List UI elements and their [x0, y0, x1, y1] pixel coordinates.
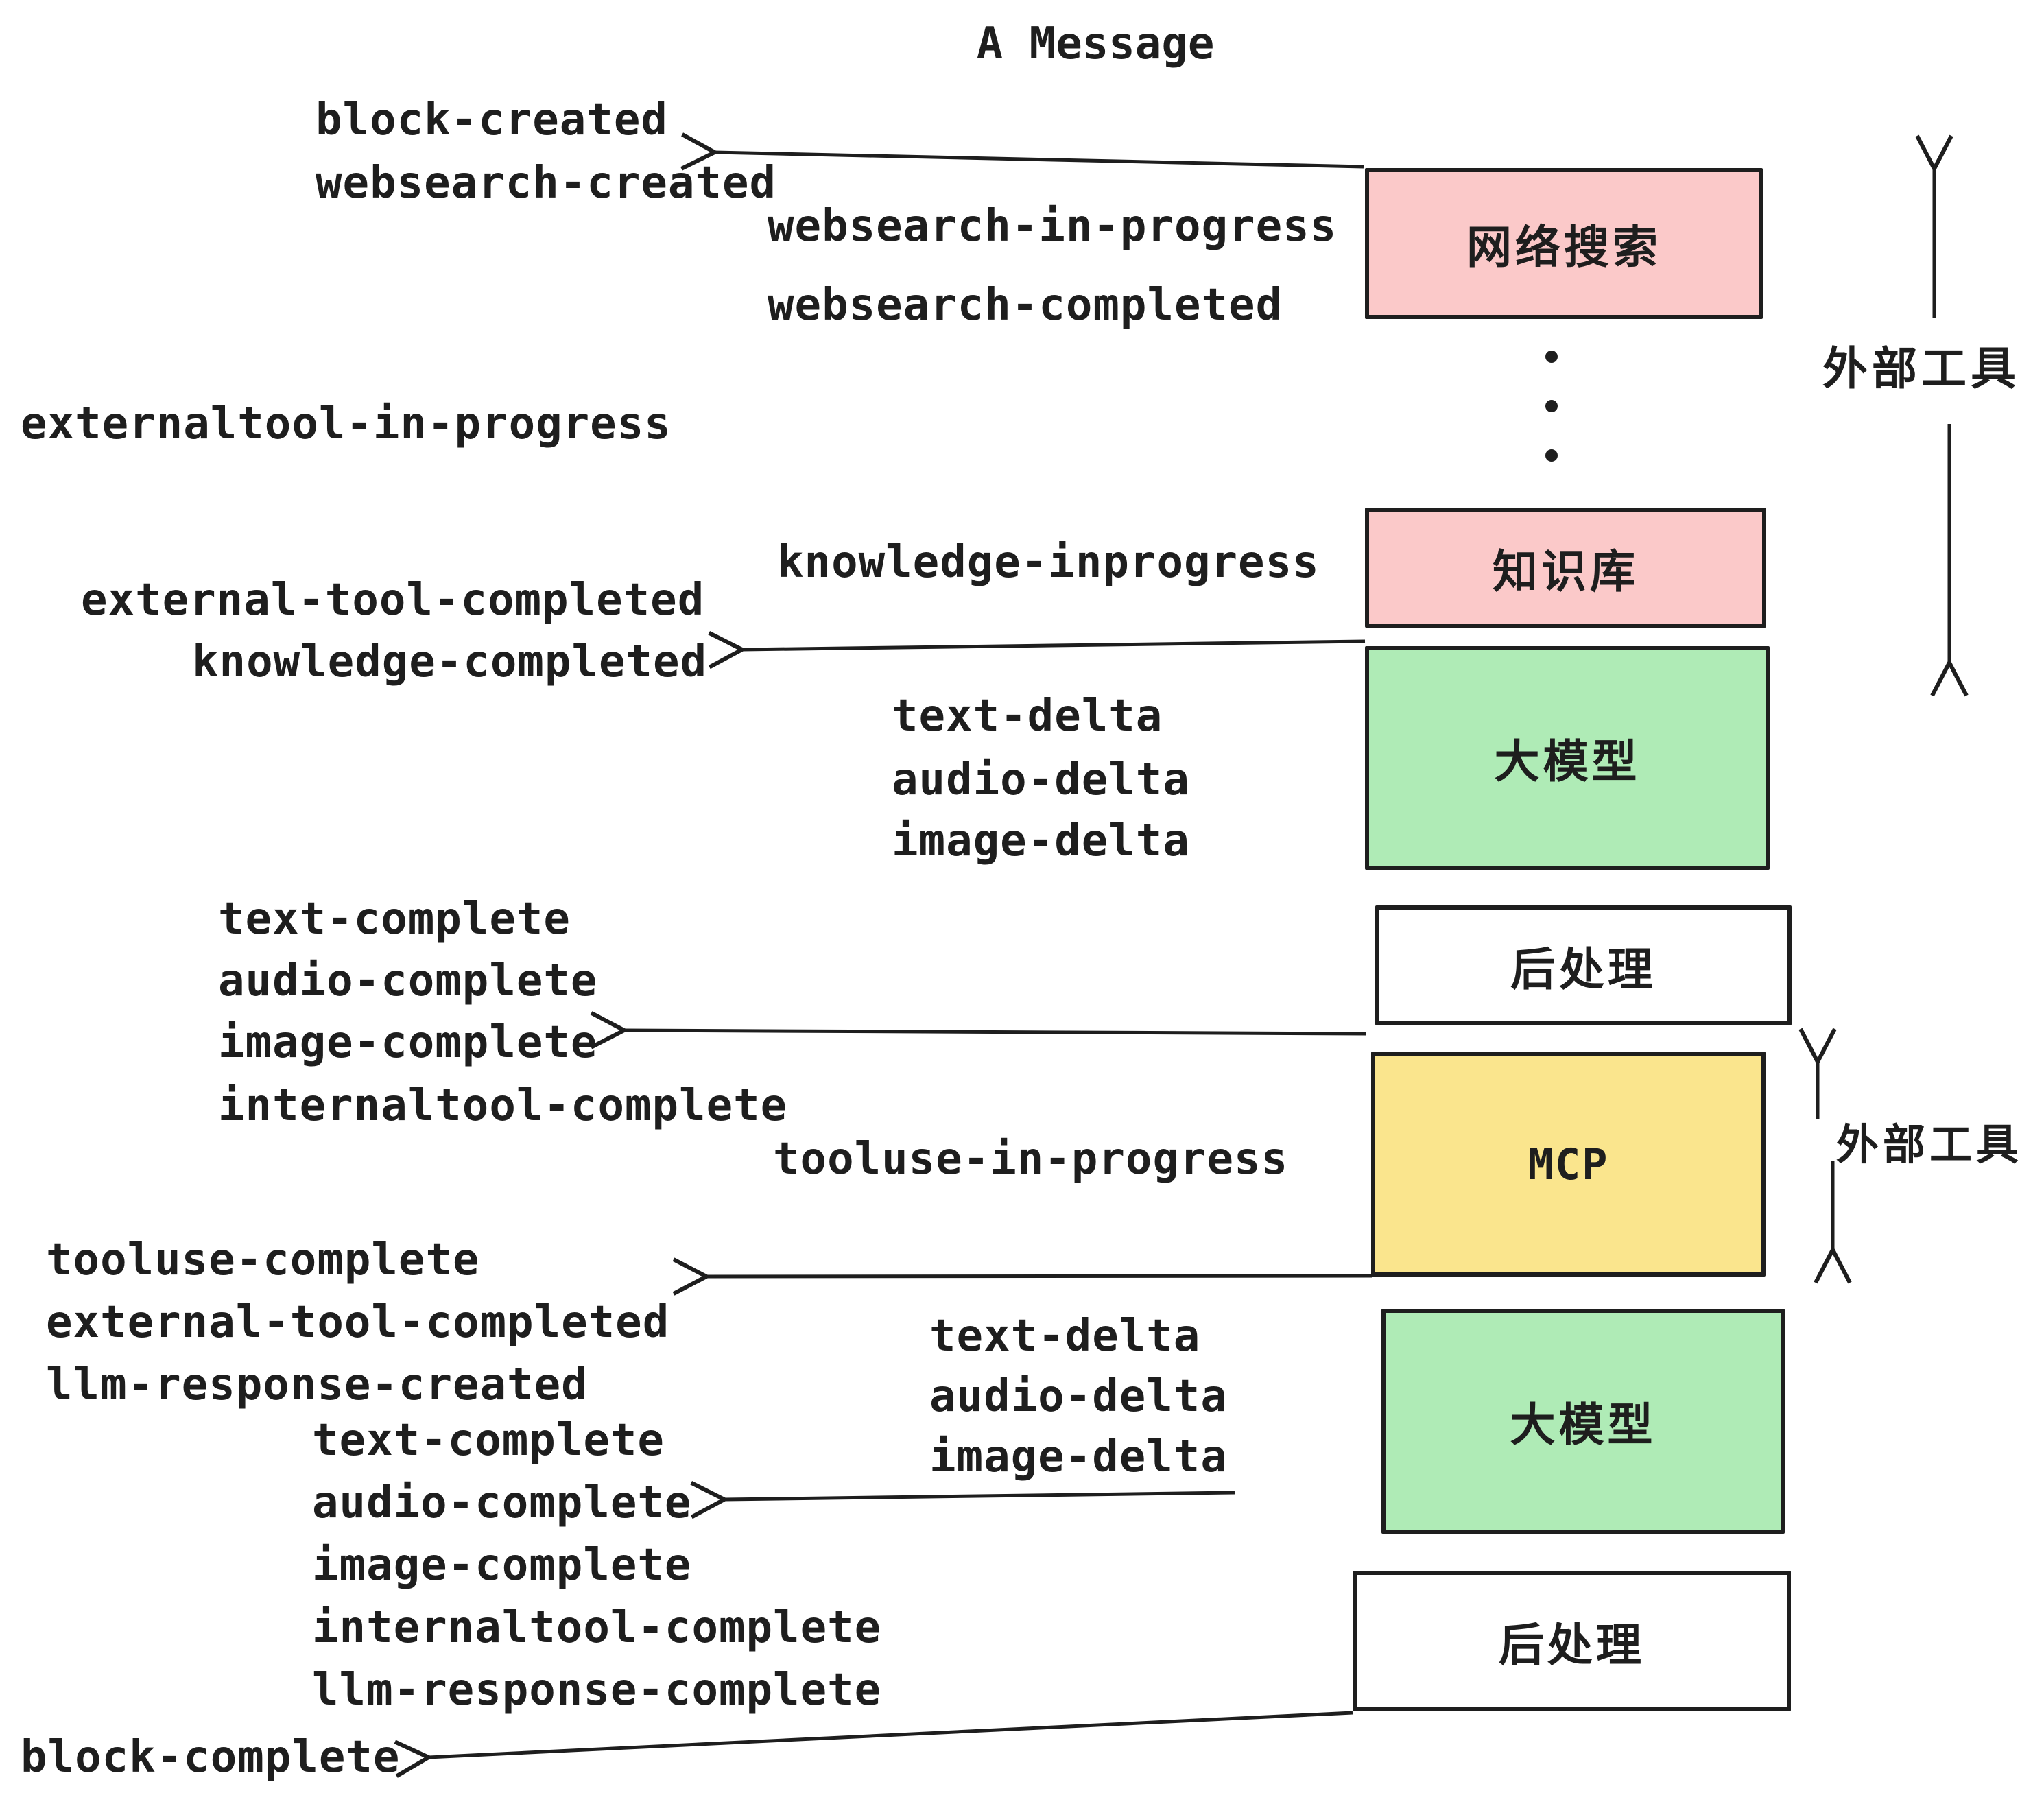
- event-llm-response-created: llm-response-created: [46, 1360, 589, 1410]
- event-websearch-created: websearch-created: [316, 158, 777, 209]
- event-websearch-completed: websearch-completed: [768, 280, 1283, 331]
- event-websearch-in-progress: websearch-in-progress: [768, 201, 1338, 252]
- event-text-complete-top: text-complete: [218, 894, 571, 945]
- event-image-delta-bottom: image-delta: [929, 1432, 1228, 1482]
- box-llm-top-label: 大模型: [1494, 736, 1641, 787]
- event-block-complete: block-complete: [21, 1732, 401, 1783]
- event-external-tool-completed: external-tool-completed: [81, 575, 705, 626]
- event-image-complete-bottom: image-complete: [312, 1540, 692, 1591]
- arrow-mcp-to-external-tool-completed: [672, 1257, 1372, 1296]
- event-audio-delta-top: audio-delta: [892, 755, 1190, 805]
- box-postprocess-bottom: 后处理: [1353, 1571, 1791, 1711]
- arrow-llm-to-knowledge-completed: [708, 630, 1366, 669]
- event-audio-delta-bottom: audio-delta: [929, 1371, 1228, 1422]
- event-externaltool-in-progress: externaltool-in-progress: [21, 399, 672, 449]
- box-knowledge: 知识库: [1365, 508, 1766, 628]
- ellipsis-dot: [1545, 400, 1558, 412]
- event-knowledge-inprogress: knowledge-inprogress: [777, 537, 1320, 588]
- box-mcp: MCP: [1371, 1052, 1766, 1277]
- event-text-complete-bottom: text-complete: [312, 1415, 665, 1466]
- box-postprocess-top: 后处理: [1375, 905, 1792, 1025]
- event-image-complete-top: image-complete: [218, 1017, 598, 1068]
- event-audio-complete-bottom: audio-complete: [312, 1477, 692, 1528]
- arrow-llm2-to-audio-complete: [690, 1480, 1235, 1519]
- arrow-postprocess-to-image-complete: [590, 1011, 1367, 1049]
- event-audio-complete-top: audio-complete: [218, 956, 598, 1006]
- box-knowledge-label: 知识库: [1493, 545, 1639, 597]
- event-external-tool-completed-2: external-tool-completed: [46, 1297, 670, 1348]
- event-internaltool-complete-top: internaltool-complete: [218, 1080, 788, 1131]
- external-tools-top-label: 外部工具: [1822, 343, 2020, 394]
- box-llm-bottom-label: 大模型: [1510, 1399, 1656, 1450]
- event-tooluse-in-progress: tooluse-in-progress: [773, 1134, 1289, 1185]
- box-websearch: 网络搜索: [1365, 168, 1763, 319]
- arrow-websearch-to-block-created: [680, 132, 1364, 171]
- event-block-created: block-created: [316, 95, 668, 145]
- diagram-title: A Message: [976, 19, 1215, 69]
- event-text-delta-bottom: text-delta: [929, 1311, 1201, 1362]
- event-llm-response-complete: llm-response-complete: [312, 1665, 882, 1716]
- box-llm-bottom: 大模型: [1381, 1309, 1785, 1534]
- external-tools-bottom-label: 外部工具: [1836, 1121, 2023, 1169]
- event-tooluse-complete: tooluse-complete: [46, 1235, 480, 1285]
- box-postprocess-bottom-label: 后处理: [1499, 1619, 1645, 1670]
- event-internaltool-complete-bottom: internaltool-complete: [312, 1602, 882, 1653]
- box-llm-top: 大模型: [1365, 646, 1770, 870]
- event-image-delta-top: image-delta: [892, 816, 1190, 866]
- ellipsis-dot: [1545, 449, 1558, 462]
- event-knowledge-completed: knowledge-completed: [192, 637, 708, 687]
- event-text-delta-top: text-delta: [892, 691, 1163, 741]
- arrow-postprocess2-to-block-complete: [394, 1711, 1353, 1778]
- box-mcp-label: MCP: [1528, 1139, 1609, 1189]
- ellipsis-dot: [1545, 351, 1558, 363]
- box-postprocess-top-label: 后处理: [1510, 943, 1656, 995]
- box-websearch-label: 网络搜索: [1466, 222, 1661, 272]
